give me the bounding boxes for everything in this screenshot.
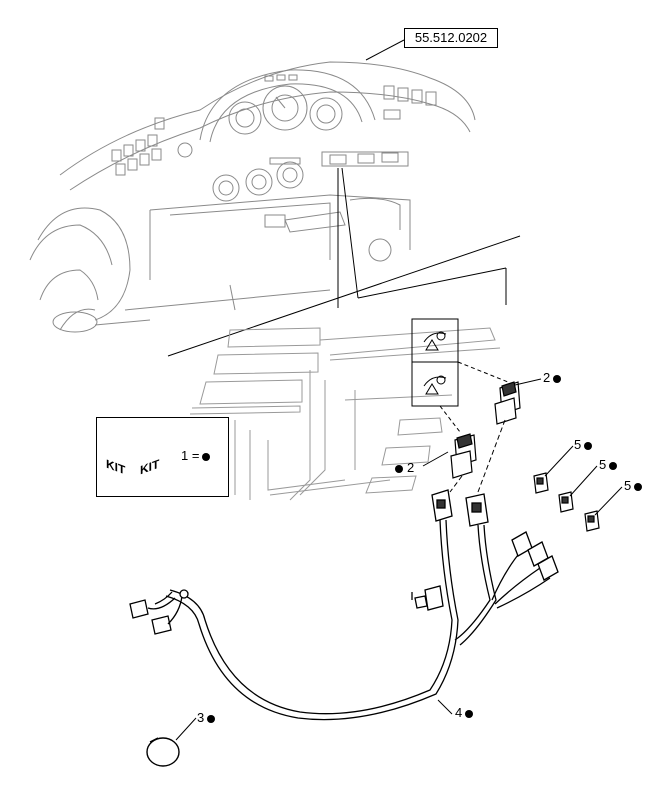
kit-equals-callout: 1 =	[181, 448, 211, 463]
dot-marker	[202, 452, 211, 461]
switch-upper	[494, 381, 521, 425]
callout-5-top: 5	[574, 438, 593, 452]
cable-tie	[146, 737, 180, 767]
dot-marker	[609, 461, 618, 470]
dot-marker	[207, 714, 216, 723]
callout-3: 3	[197, 711, 216, 725]
wiring-harness	[129, 489, 559, 721]
connector-dashed-links	[449, 419, 506, 493]
callout-5-middle: 5	[599, 458, 618, 472]
callout-2-upper: 2	[543, 371, 562, 385]
kit-equals-text: 1 =	[181, 448, 200, 463]
dot-marker	[465, 709, 474, 718]
dot-marker	[584, 441, 593, 450]
reference-code-box: 55.512.0202	[404, 28, 498, 48]
dot-marker	[634, 482, 643, 491]
switch-symbol-panel	[411, 318, 509, 433]
dashboard-illustration	[29, 61, 476, 333]
detail-leader-lines	[167, 167, 521, 357]
switch-lower	[450, 433, 477, 479]
callout-4: 4	[455, 706, 474, 720]
switch-panel-detail	[189, 327, 501, 501]
dot-marker	[553, 374, 562, 383]
callout-2-lower: 2	[395, 461, 414, 475]
callout-leaders	[172, 39, 623, 741]
callout-5-bottom: 5	[624, 479, 643, 493]
blanking-caps	[533, 472, 600, 532]
dot-marker	[395, 464, 403, 473]
